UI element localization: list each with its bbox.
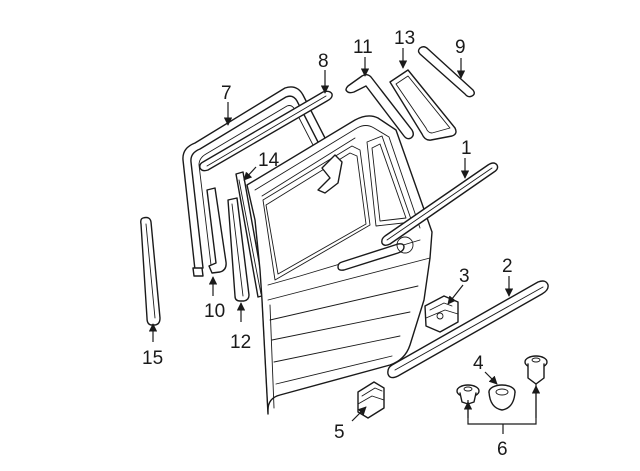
part-15-pillar-trim bbox=[140, 216, 161, 326]
part-8-upper-rail-strip bbox=[199, 90, 333, 172]
callout-6: 6 bbox=[497, 439, 508, 460]
part-11-upper-sash-trim bbox=[345, 74, 414, 140]
part-7-window-run-channel bbox=[182, 86, 326, 277]
callout-12: 12 bbox=[230, 332, 251, 353]
part-4-grommet bbox=[488, 384, 516, 411]
callout-2: 2 bbox=[502, 256, 513, 277]
callout-10: 10 bbox=[204, 301, 225, 322]
part-6-clip-right bbox=[524, 355, 548, 385]
door-shell bbox=[246, 115, 433, 415]
part-1-belt-molding bbox=[381, 162, 499, 246]
callout-4: 4 bbox=[473, 353, 484, 374]
part-10-lower-channel bbox=[206, 187, 227, 274]
callout-1: 1 bbox=[461, 138, 472, 159]
part-13-quarter-glass bbox=[389, 69, 457, 141]
callout-11: 11 bbox=[353, 37, 373, 58]
callout-labels: 1 2 3 4 5 6 7 8 9 10 11 12 13 14 15 bbox=[142, 28, 513, 460]
callout-13: 13 bbox=[394, 28, 415, 49]
part-5-lower-hinge bbox=[357, 381, 385, 419]
callout-5: 5 bbox=[334, 422, 345, 443]
callout-8: 8 bbox=[318, 51, 329, 72]
callout-15: 15 bbox=[142, 348, 163, 369]
part-12-division-bar bbox=[227, 197, 250, 302]
part-9-quarter-molding bbox=[417, 46, 475, 98]
part-2-side-molding bbox=[387, 280, 549, 379]
callout-14: 14 bbox=[258, 150, 280, 171]
callout-7: 7 bbox=[221, 83, 232, 104]
callout-9: 9 bbox=[455, 37, 466, 58]
part-3-upper-hinge bbox=[424, 295, 459, 333]
leader-lines bbox=[148, 48, 541, 434]
callout-3: 3 bbox=[459, 266, 470, 287]
